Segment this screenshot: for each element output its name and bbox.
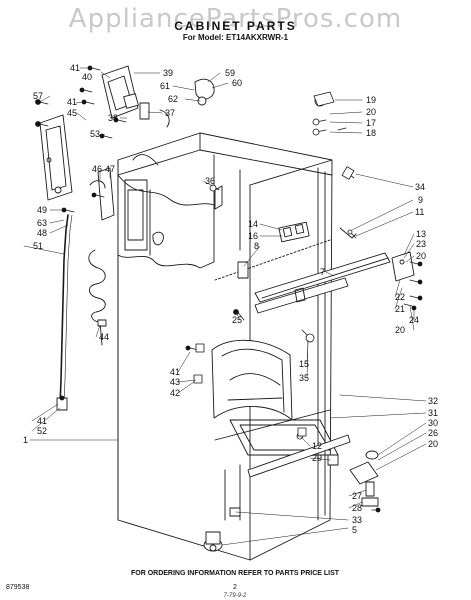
callout-label: 46 bbox=[92, 164, 102, 174]
callout-label: 41 bbox=[170, 367, 180, 377]
catalog-number: 879538 bbox=[6, 584, 29, 591]
callout-label: 22 bbox=[395, 292, 405, 302]
callout-label: 45 bbox=[67, 108, 77, 118]
ordering-note: FOR ORDERING INFORMATION REFER TO PARTS … bbox=[131, 570, 340, 577]
mullion-hardware bbox=[214, 185, 357, 279]
callout-label: 23 bbox=[416, 239, 426, 249]
callout-label: 43 bbox=[170, 377, 180, 387]
bottom-hardware bbox=[203, 450, 379, 552]
callout-label: 29 bbox=[312, 453, 322, 463]
shelf-rail bbox=[254, 251, 415, 314]
callout-label: 41 bbox=[37, 416, 47, 426]
page-title: CABINET PARTS bbox=[174, 19, 297, 33]
footer: FOR ORDERING INFORMATION REFER TO PARTS … bbox=[6, 570, 340, 599]
callout-label: 12 bbox=[312, 441, 322, 451]
callout-label: 53 bbox=[90, 129, 100, 139]
callout-label: 34 bbox=[415, 182, 425, 192]
fresh-food-liner bbox=[211, 339, 351, 521]
callout-label: 18 bbox=[366, 128, 376, 138]
callout-label: 20 bbox=[428, 439, 438, 449]
watermark: AppliancePartsPros.com bbox=[68, 4, 403, 34]
side-duct-panel bbox=[39, 114, 115, 221]
callout-label: 11 bbox=[415, 207, 424, 217]
callout-label: 20 bbox=[395, 325, 405, 335]
callout-label: 31 bbox=[428, 408, 438, 418]
callout-label: 51 bbox=[33, 241, 43, 251]
callout-label: 41 bbox=[70, 63, 80, 73]
revision-mark: 7-79-9-2 bbox=[224, 593, 247, 599]
callout-labels: 41 40 39 59 57 61 60 41 62 45 38 37 19 2… bbox=[23, 63, 438, 535]
drain-tube bbox=[56, 214, 73, 411]
callout-label: 25 bbox=[232, 315, 242, 325]
callout-label: 62 bbox=[168, 94, 178, 104]
callout-label: 36 bbox=[205, 176, 215, 186]
callout-label: 19 bbox=[366, 95, 376, 105]
callout-label: 26 bbox=[428, 428, 438, 438]
callout-label: 14 bbox=[248, 219, 258, 229]
callout-label: 39 bbox=[163, 68, 173, 78]
page-header: AppliancePartsPros.com CABINET PARTS For… bbox=[0, 0, 471, 62]
callout-label: 1 bbox=[23, 435, 28, 445]
callout-label: 38 bbox=[108, 113, 118, 123]
leader-lines bbox=[23, 67, 427, 546]
callout-label: 44 bbox=[99, 332, 109, 342]
callout-label: 37 bbox=[165, 108, 175, 118]
callout-label: 16 bbox=[248, 231, 258, 241]
callout-label: 33 bbox=[352, 515, 362, 525]
rear-panel-cutaway bbox=[117, 154, 215, 269]
callout-label: 59 bbox=[225, 68, 235, 78]
callout-label: 35 bbox=[299, 373, 309, 383]
callout-label: 28 bbox=[352, 503, 362, 513]
model-subtitle: For Model: ET14AKXRWR-1 bbox=[182, 33, 289, 42]
callout-label: 13 bbox=[416, 229, 426, 239]
control-bracket-assembly bbox=[101, 65, 215, 128]
callout-label: 32 bbox=[428, 396, 438, 406]
callout-label: 41 bbox=[67, 97, 77, 107]
callout-label: 40 bbox=[82, 72, 92, 82]
callout-label: 9 bbox=[418, 195, 423, 205]
callout-label: 24 bbox=[409, 315, 419, 325]
callout-label: 20 bbox=[366, 107, 376, 117]
callout-label: 49 bbox=[37, 205, 47, 215]
callout-label: 8 bbox=[254, 241, 259, 251]
callout-label: 57 bbox=[33, 91, 43, 101]
callout-label: 7 bbox=[320, 267, 325, 277]
callout-label: 60 bbox=[232, 78, 242, 88]
callout-label: 42 bbox=[170, 388, 180, 398]
callout-label: 21 bbox=[395, 304, 405, 314]
callout-label: 5 bbox=[352, 525, 357, 535]
page-number: 2 bbox=[233, 584, 237, 591]
callout-label: 15 bbox=[299, 359, 309, 369]
callout-label: 20 bbox=[416, 251, 426, 261]
wiring-harness bbox=[88, 249, 107, 346]
callout-label: 52 bbox=[37, 426, 47, 436]
callout-label: 17 bbox=[366, 118, 376, 128]
callout-label: 47 bbox=[105, 164, 115, 174]
callout-label: 63 bbox=[37, 218, 47, 228]
callout-label: 61 bbox=[160, 81, 170, 91]
callout-label: 48 bbox=[37, 228, 47, 238]
callout-label: 30 bbox=[428, 418, 438, 428]
callout-label: 27 bbox=[352, 491, 362, 501]
fasteners bbox=[35, 65, 423, 513]
